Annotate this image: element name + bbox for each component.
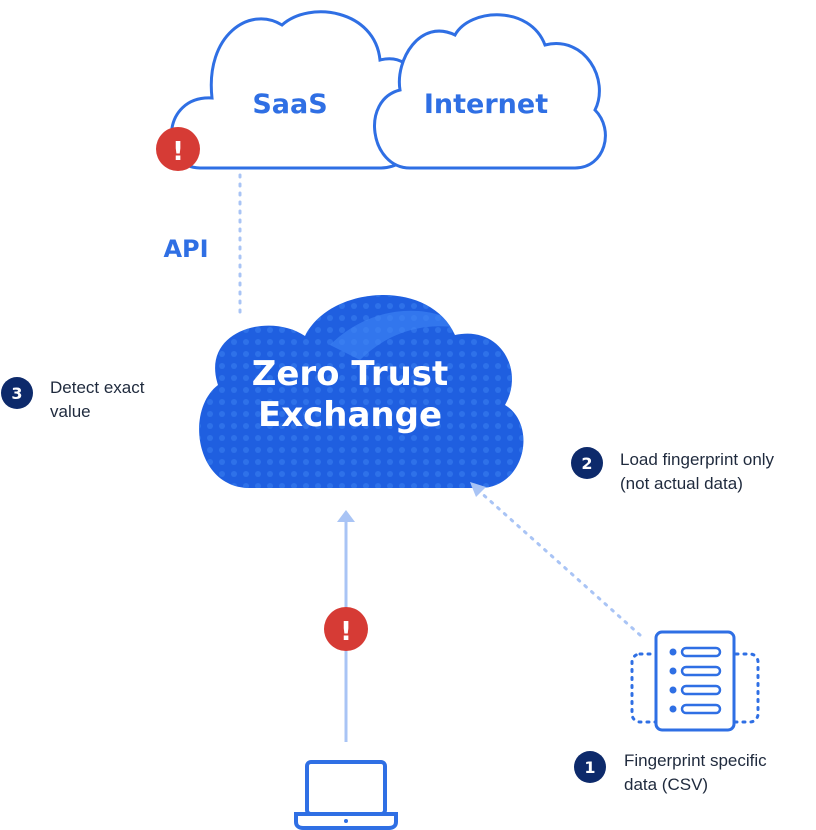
step-1: 1 Fingerprint specific data (CSV) xyxy=(574,751,767,794)
fingerprint-upload-arrow xyxy=(470,482,642,637)
zte-title-line2: Exchange xyxy=(258,395,442,435)
internet-label: Internet xyxy=(424,89,548,120)
step-3-line2: value xyxy=(50,402,91,421)
laptop-icon xyxy=(294,760,398,830)
alert-mark: ! xyxy=(340,617,352,647)
step-1-number: 1 xyxy=(584,758,595,777)
saas-cloud: SaaS xyxy=(169,10,421,170)
step-3-badge xyxy=(1,377,33,409)
document-list-icon xyxy=(630,630,760,732)
step-3: 3 Detect exact value xyxy=(1,377,145,421)
step-2: 2 Load fingerprint only (not actual data… xyxy=(571,447,775,493)
internet-cloud: Internet xyxy=(373,13,607,170)
step-1-line2: data (CSV) xyxy=(624,775,708,794)
alert-icon: ! xyxy=(324,607,368,651)
step-3-line1: Detect exact xyxy=(50,378,145,397)
step-3-number: 3 xyxy=(11,384,22,403)
step-2-line2: (not actual data) xyxy=(620,474,743,493)
step-2-line1: Load fingerprint only xyxy=(620,450,775,469)
step-1-badge xyxy=(574,751,606,783)
zte-title-line1: Zero Trust xyxy=(252,354,449,394)
zero-trust-exchange-cloud: Zero Trust Exchange xyxy=(199,294,524,488)
api-label: API xyxy=(163,235,208,263)
step-2-number: 2 xyxy=(581,454,592,473)
alert-mark: ! xyxy=(172,137,184,167)
alert-icon: ! xyxy=(156,127,200,171)
saas-label: SaaS xyxy=(252,89,327,120)
step-2-badge xyxy=(571,447,603,479)
step-1-line1: Fingerprint specific xyxy=(624,751,767,770)
